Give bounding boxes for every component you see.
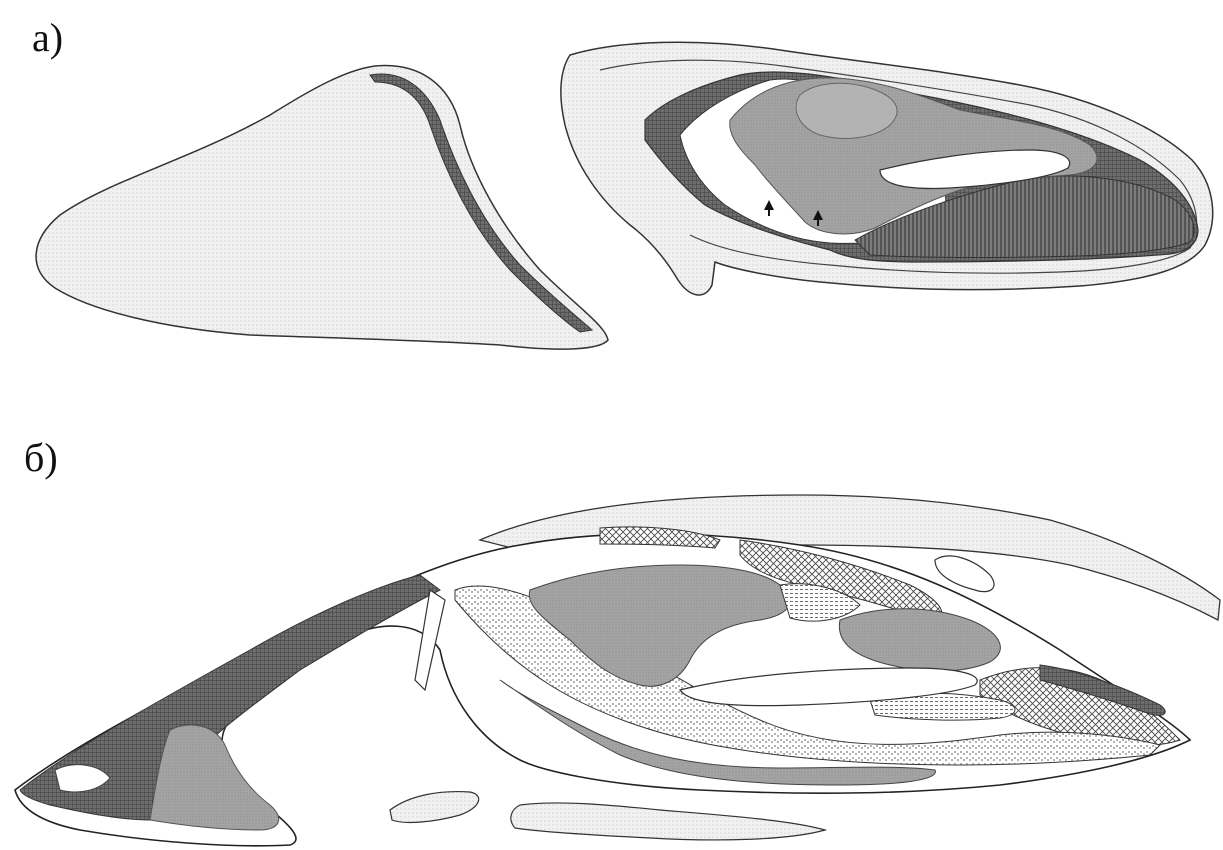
panel-b-section xyxy=(15,495,1220,846)
b-bottom-blob-2 xyxy=(511,803,825,840)
b-bottom-blob-1 xyxy=(390,792,479,823)
left-outer-zone xyxy=(36,66,608,350)
panel-a-left-section xyxy=(36,66,608,350)
panel-a-right-section xyxy=(561,42,1213,295)
b-left-gray-patch xyxy=(150,725,279,830)
